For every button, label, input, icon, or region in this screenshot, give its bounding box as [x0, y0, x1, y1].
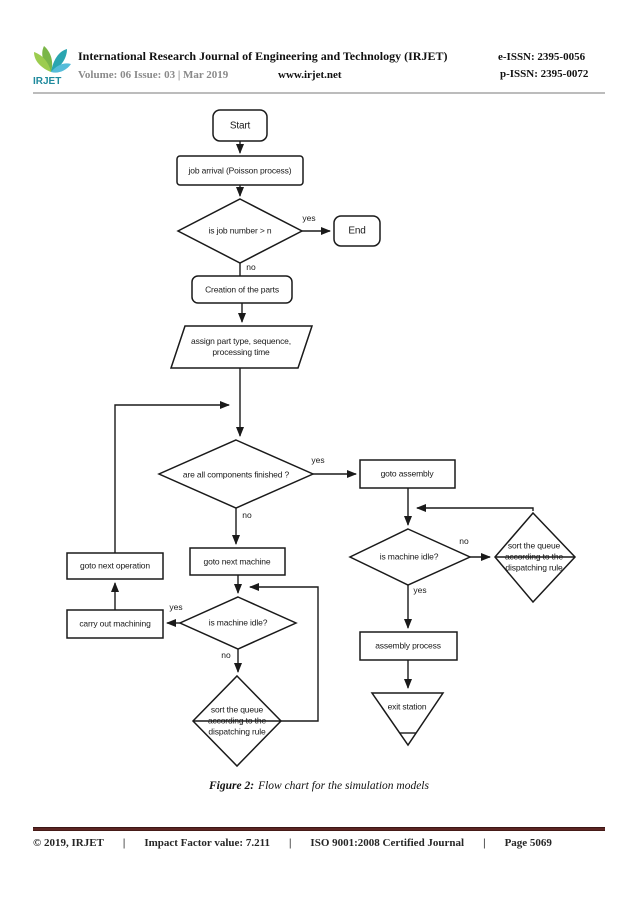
- machine-idle-left-label: is machine idle?: [208, 617, 268, 628]
- edge-label-no: no: [221, 650, 231, 660]
- assign-line-2: processing time: [212, 347, 270, 357]
- footer-impact-factor: Impact Factor value: 7.211: [144, 837, 270, 849]
- logo-leaf-icon: [42, 46, 53, 72]
- sort-right-line-1: sort the queue: [507, 540, 561, 551]
- footer-divider: [33, 827, 605, 831]
- logo-wordmark: IRJET: [33, 76, 61, 87]
- carry-out-machining-node: [66, 609, 164, 639]
- machine-idle-right-label: is machine idle?: [379, 551, 439, 562]
- journal-website: www.irjet.net: [278, 69, 342, 81]
- logo-leaf-icon: [34, 52, 51, 72]
- header-divider: [33, 92, 605, 94]
- edge-label-no: no: [242, 510, 252, 520]
- figure-caption-label: Figure 2:: [209, 780, 255, 792]
- footer-iso: ISO 9001:2008 Certified Journal: [310, 837, 465, 849]
- sort-queue-left-label: sort the queue according to the dispatch…: [208, 705, 266, 738]
- creation-label: Creation of the parts: [205, 284, 279, 295]
- edge-label-yes: yes: [302, 213, 316, 223]
- footer: © 2019, IRJET | Impact Factor value: 7.2…: [33, 837, 605, 849]
- feedback-sort-right: [416, 504, 534, 512]
- carry-out-machining-label: carry out machining: [79, 618, 151, 629]
- assign-line-1: assign part type, sequence,: [191, 336, 291, 346]
- goto-next-machine-node: [189, 547, 286, 576]
- p-issn: p-ISSN: 2395-0072: [500, 68, 589, 80]
- footer-page-number: Page 5069: [504, 837, 552, 849]
- edge-label-yes: yes: [413, 585, 427, 595]
- job-number-decision-label: is job number > n: [208, 225, 272, 236]
- end-label: End: [348, 225, 366, 237]
- footer-separator: |: [122, 837, 126, 849]
- figure-caption: Figure 2:Flow chart for the simulation m…: [0, 780, 638, 792]
- feedback-loop-left: [114, 401, 230, 553]
- footer-copyright: © 2019, IRJET: [33, 837, 104, 849]
- logo-leaf-icon: [51, 49, 67, 72]
- goto-next-operation-label: goto next operation: [80, 560, 150, 571]
- edge-label-no: no: [246, 262, 256, 272]
- edge-label-no: no: [459, 536, 469, 546]
- goto-assembly-label: goto assembly: [380, 468, 434, 479]
- sort-left-line-3: dispatching rule: [208, 726, 266, 737]
- goto-next-machine-label: goto next machine: [203, 556, 271, 567]
- logo-leaf-icon: [51, 63, 71, 73]
- job-arrival-label: job arrival (Poisson process): [188, 165, 292, 176]
- sort-queue-right-label: sort the queue according to the dispatch…: [505, 541, 563, 574]
- goto-assembly-node: [359, 459, 456, 489]
- sort-right-line-2: according to the: [504, 551, 564, 562]
- edge-label-yes: yes: [311, 455, 325, 465]
- components-decision-label: are all components finished ?: [182, 469, 290, 480]
- irjet-logo: IRJET: [33, 46, 71, 87]
- e-issn: e-ISSN: 2395-0056: [498, 51, 586, 63]
- assembly-process-label: assembly process: [375, 640, 441, 651]
- volume-issue: Volume: 06 Issue: 03 | Mar 2019: [78, 69, 229, 81]
- footer-separator: |: [483, 837, 486, 849]
- start-label: Start: [229, 120, 251, 132]
- assign-label: assign part type, sequence, processing t…: [191, 336, 291, 358]
- end-node: [333, 215, 381, 247]
- figure-caption-text: Flow chart for the simulation models: [258, 780, 429, 792]
- sort-left-line-1: sort the queue: [210, 704, 264, 715]
- exit-station-node: [370, 692, 445, 747]
- journal-title: International Research Journal of Engine…: [78, 49, 448, 63]
- edge-label-yes: yes: [169, 602, 183, 612]
- goto-next-operation-node: [66, 552, 164, 580]
- exit-station-label: exit station: [387, 701, 427, 712]
- footer-separator: |: [288, 837, 292, 849]
- sort-left-line-2: according to the: [207, 715, 267, 726]
- feedback-sort-left: [249, 583, 319, 722]
- sort-right-line-3: dispatching rule: [505, 562, 563, 573]
- assign-parallelogram-node: [169, 325, 314, 369]
